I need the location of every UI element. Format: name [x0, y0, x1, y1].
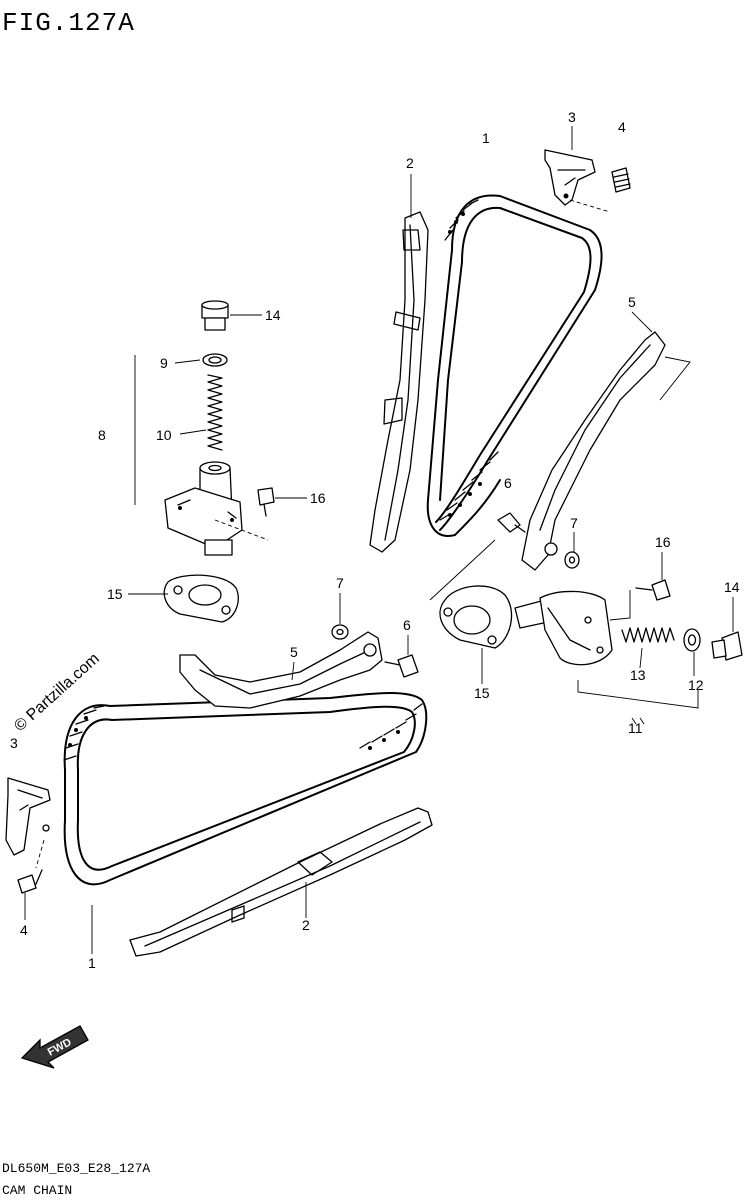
tensioner-body-left [164, 461, 243, 556]
tensioner-bolt-left [214, 487, 275, 541]
callout-2-top: 2 [406, 155, 414, 171]
callout-10: 10 [156, 427, 172, 443]
tensioner-body-right [514, 590, 613, 666]
callout-1-top: 1 [482, 130, 490, 146]
callout-13: 13 [630, 667, 646, 683]
chain-guide-bracket-lower [5, 777, 51, 856]
guide-bolt-upper [497, 512, 526, 533]
bracket-bolt-upper [569, 167, 631, 213]
chain-guide-bracket-upper [544, 149, 596, 206]
callout-3-top: 3 [568, 109, 576, 125]
callout-labels: 1 2 3 4 5 6 7 8 9 10 14 16 15 16 14 13 1… [10, 109, 740, 971]
callout-14-right: 14 [724, 579, 740, 595]
bracket-bolt-lower [17, 839, 45, 894]
watermark: © Partzilla.com [11, 650, 102, 735]
callout-6-right: 6 [504, 475, 512, 491]
figure-title: FIG.127A [2, 8, 135, 38]
section-name: CAM CHAIN [2, 1183, 72, 1198]
callout-7-right: 7 [570, 515, 578, 531]
tensioner-cap-bolt-right [711, 631, 743, 661]
callout-4-top: 4 [618, 119, 626, 135]
callout-9: 9 [160, 355, 168, 371]
tensioner-washer-right [683, 628, 701, 652]
callout-8: 8 [98, 427, 106, 443]
guide-washer-lower [331, 624, 349, 640]
guide-bolt-lower [384, 654, 419, 678]
tensioner-cap-bolt-left [201, 300, 229, 331]
callout-16-left: 16 [310, 490, 326, 506]
callout-6-lower: 6 [403, 617, 411, 633]
cam-chain-upper [426, 194, 603, 537]
tensioner-gasket-right [429, 539, 513, 649]
group-bracket-line-11 [577, 680, 699, 709]
cam-chain-lower [63, 692, 428, 886]
tensioner-bolt-right [609, 579, 671, 621]
tensioner-gasket-left [163, 574, 239, 623]
callout-5-right: 5 [628, 294, 636, 310]
cam-chain-guide-lower [129, 807, 433, 957]
cam-chain-guide-upper [369, 211, 429, 553]
guide-washer-upper [564, 551, 580, 569]
tensioner-guide-lower [179, 631, 383, 709]
tensioner-spring-right [621, 627, 675, 643]
callout-2-lower: 2 [302, 917, 310, 933]
callout-4-left: 4 [20, 922, 28, 938]
callout-5-lower: 5 [290, 644, 298, 660]
callout-15-right: 15 [474, 685, 490, 701]
callout-16-right: 16 [655, 534, 671, 550]
tensioner-spring-left [207, 374, 223, 451]
tensioner-washer-left [202, 353, 228, 367]
callout-3-left: 3 [10, 735, 18, 751]
group-marker-11 [631, 717, 645, 725]
callout-12: 12 [688, 677, 704, 693]
model-code: DL650M_E03_E28_127A [2, 1161, 150, 1176]
callout-15-left: 15 [107, 586, 123, 602]
callout-1-lower: 1 [88, 955, 96, 971]
forward-arrow-icon: FWD [20, 1025, 89, 1069]
callout-11: 11 [628, 720, 643, 736]
tensioner-guide-upper [521, 331, 691, 571]
callout-14-left: 14 [265, 307, 281, 323]
callout-7-lower: 7 [336, 575, 344, 591]
